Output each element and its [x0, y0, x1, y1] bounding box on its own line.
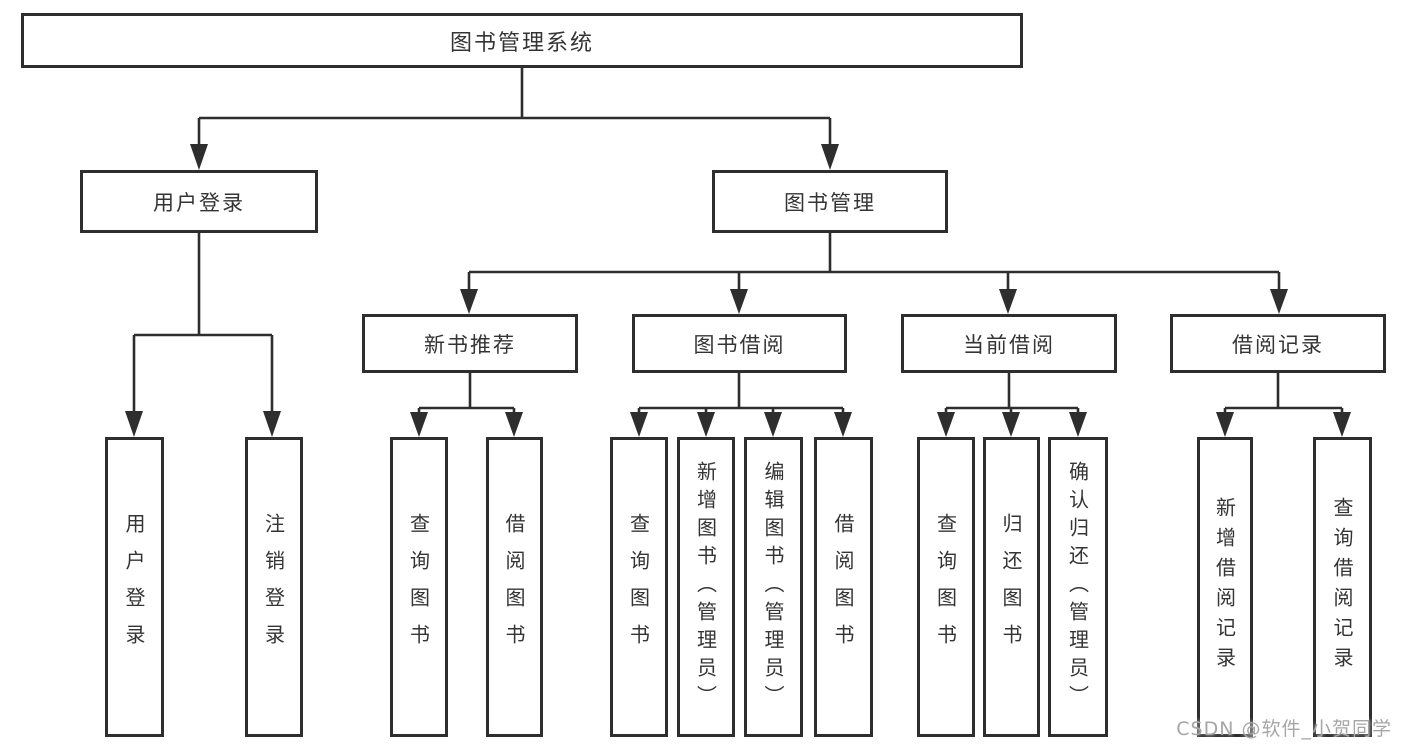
arrowhead	[505, 412, 523, 437]
arrowheads	[125, 144, 1351, 437]
node-label: 新增借阅记录	[1212, 497, 1237, 677]
leaf-query-borrow-record: 查询借阅记录	[1313, 437, 1372, 737]
edge-book-borrow-split	[637, 373, 845, 415]
arrowhead	[697, 412, 715, 437]
arrowhead	[999, 289, 1017, 314]
arrowhead	[1270, 289, 1288, 314]
leaf-add-borrow-record: 新增借阅记录	[1197, 437, 1253, 737]
arrowhead	[1333, 412, 1351, 437]
node-label: 图书借阅	[693, 332, 786, 357]
node-label: 编辑图书（管理员）	[761, 461, 785, 713]
edge-new-book-rec-split	[417, 373, 516, 415]
node-label: 图书管理	[784, 190, 876, 215]
arrowhead	[263, 411, 281, 437]
node-label: 借阅图书	[831, 513, 855, 661]
leaf-edit-book-admin: 编辑图书（管理员）	[744, 437, 803, 737]
node-label: 新书推荐	[424, 332, 516, 357]
leaf-query-books-borrow: 查询图书	[610, 437, 668, 737]
arrowhead	[1069, 412, 1087, 437]
edge-book-mgmt-split	[467, 233, 1281, 292]
node-label: 当前借阅	[963, 332, 1055, 357]
node-label: 用户登录	[153, 190, 245, 215]
leaf-borrow-books-recommend: 借阅图书	[486, 437, 543, 737]
node-label: 归还图书	[999, 513, 1023, 661]
node-label: 借阅记录	[1232, 332, 1324, 357]
node-label: 查询图书	[406, 513, 431, 661]
node-label: 图书管理系统	[449, 30, 594, 56]
node-book-borrowing: 图书借阅	[632, 314, 847, 373]
node-label: 注销登录	[261, 513, 286, 661]
leaf-user-login: 用户登录	[105, 437, 164, 737]
edge-root-split	[197, 68, 832, 147]
arrowhead	[190, 144, 208, 170]
node-current-borrowing: 当前借阅	[901, 314, 1117, 373]
node-new-book-recommendation: 新书推荐	[362, 314, 578, 373]
leaf-add-book-admin: 新增图书（管理员）	[677, 437, 735, 737]
arrowhead	[1002, 412, 1020, 437]
node-label: 用户登录	[122, 513, 146, 661]
node-label: 新增图书（管理员）	[693, 461, 718, 713]
node-label: 查询图书	[933, 513, 958, 661]
node-book-management: 图书管理	[712, 170, 948, 233]
leaf-confirm-return-admin: 确认归还（管理员）	[1048, 437, 1108, 737]
node-user-login: 用户登录	[80, 170, 318, 233]
edge-user-login-split	[132, 233, 274, 414]
arrowhead	[410, 412, 428, 437]
arrowhead	[125, 411, 143, 437]
arrowhead	[1216, 412, 1234, 437]
arrowhead	[937, 412, 955, 437]
node-label: 借阅图书	[502, 513, 526, 661]
csdn-watermark: CSDN @软件_小贺同学	[1176, 718, 1392, 740]
arrowhead	[460, 289, 478, 314]
node-label: 查询图书	[626, 513, 651, 661]
arrowhead	[834, 412, 852, 437]
node-label: 查询借阅记录	[1330, 497, 1354, 677]
arrowhead	[821, 144, 839, 170]
leaf-query-books-current: 查询图书	[917, 437, 975, 737]
node-label: 确认归还（管理员）	[1065, 461, 1090, 713]
arrowhead	[730, 289, 748, 314]
arrowhead	[764, 412, 782, 437]
edge-borrow-record-split	[1223, 373, 1344, 415]
leaf-logout: 注销登录	[245, 437, 303, 737]
node-library-management-system: 图书管理系统	[21, 13, 1023, 68]
leaf-query-books-recommend: 查询图书	[390, 437, 448, 737]
leaf-return-book: 归还图书	[983, 437, 1040, 737]
leaf-borrow-books: 借阅图书	[814, 437, 873, 737]
node-borrowing-records: 借阅记录	[1170, 314, 1386, 373]
edge-current-borrow-split	[944, 373, 1080, 415]
arrowhead	[630, 412, 648, 437]
